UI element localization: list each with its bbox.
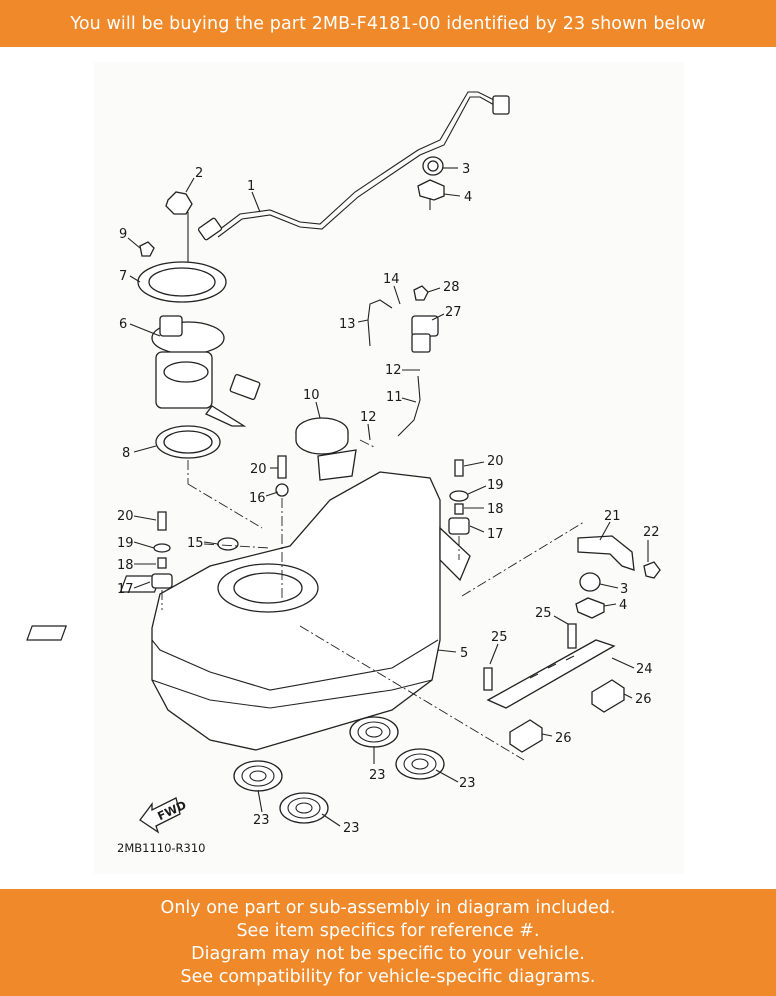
bolt-22 xyxy=(643,561,661,579)
callout-20-left: 20 xyxy=(117,509,134,524)
callout-12-upper: 12 xyxy=(385,363,402,378)
callout-17-right: 17 xyxy=(487,527,504,542)
callout-labels: 1 2 3 4 7 9 6 8 10 11 12 12 13 14 27 28 … xyxy=(117,162,660,855)
callout-23-c: 23 xyxy=(253,813,270,828)
callout-26-right: 26 xyxy=(635,692,652,707)
hose-13 xyxy=(367,299,393,347)
callout-4-lower: 4 xyxy=(619,598,627,613)
clamp-4-lower xyxy=(575,597,605,619)
bolt-25-a xyxy=(483,667,493,691)
footer-line-3: Diagram may not be specific to your vehi… xyxy=(191,943,585,964)
callout-14: 14 xyxy=(383,272,400,287)
footer-line-2: See item specifics for reference #. xyxy=(236,920,540,941)
callout-4: 4 xyxy=(464,190,472,205)
callout-20-right: 20 xyxy=(487,454,504,469)
bolt-20-center xyxy=(275,455,289,497)
mount-stack-left xyxy=(151,511,173,589)
callout-3-lower: 3 xyxy=(620,582,628,597)
callout-22: 22 xyxy=(643,525,660,540)
o-ring-8 xyxy=(155,425,221,459)
screen-23-b xyxy=(395,748,445,780)
tank-cap-10 xyxy=(295,417,349,455)
callout-10: 10 xyxy=(303,388,320,403)
callout-18-left: 18 xyxy=(117,558,134,573)
callout-8: 8 xyxy=(122,446,130,461)
callout-28: 28 xyxy=(443,280,460,295)
callout-7: 7 xyxy=(119,269,127,284)
fwd-arrow-icon: FWD xyxy=(139,797,188,834)
mount-stack-right xyxy=(448,459,470,535)
callout-23-d: 23 xyxy=(343,821,360,836)
bolt-9 xyxy=(139,241,155,257)
bolt-28 xyxy=(413,285,429,301)
callout-20-center: 20 xyxy=(250,462,267,477)
callout-9: 9 xyxy=(119,227,127,242)
callout-15: 15 xyxy=(187,536,204,551)
callout-19-left: 19 xyxy=(117,536,134,551)
header-banner: You will be buying the part 2MB-F4181-00… xyxy=(0,0,776,47)
block-26-b xyxy=(509,719,543,753)
callout-3: 3 xyxy=(462,162,470,177)
clamp-4-upper xyxy=(417,179,445,210)
plate-7 xyxy=(137,261,227,303)
callout-5: 5 xyxy=(460,646,468,661)
clip-2 xyxy=(165,191,193,298)
callout-23-a: 23 xyxy=(369,768,386,783)
hose-11 xyxy=(397,375,421,437)
diagram-code: 2MB1110-R310 xyxy=(117,841,206,855)
bolt-25-b xyxy=(567,623,577,649)
screen-23-a xyxy=(349,716,399,748)
callout-23-b: 23 xyxy=(459,776,476,791)
callout-18-right: 18 xyxy=(487,502,504,517)
screen-23-d xyxy=(279,792,329,824)
callout-24: 24 xyxy=(636,662,653,677)
callout-1: 1 xyxy=(247,179,255,194)
block-26-a xyxy=(591,679,625,713)
leader-lines xyxy=(127,167,649,827)
callout-2: 2 xyxy=(195,166,203,181)
footer-line-4: See compatibility for vehicle-specific d… xyxy=(180,966,596,987)
reference-lines xyxy=(161,439,585,761)
callout-11: 11 xyxy=(386,390,403,405)
bracket-24 xyxy=(486,639,616,709)
callout-13: 13 xyxy=(339,317,356,332)
header-text: You will be buying the part 2MB-F4181-00… xyxy=(70,13,706,34)
bracket-21 xyxy=(577,535,635,571)
fuel-hose-1 xyxy=(197,91,510,241)
grommet-3-upper xyxy=(422,156,444,176)
callout-17-left: 17 xyxy=(117,582,134,597)
callout-26-lower: 26 xyxy=(555,731,572,746)
fuel-tank-5 xyxy=(26,449,471,751)
callout-16: 16 xyxy=(249,491,266,506)
callout-19-right: 19 xyxy=(487,478,504,493)
callout-6: 6 xyxy=(119,317,127,332)
screen-23-c xyxy=(233,760,283,792)
fuel-pump-6 xyxy=(151,315,261,427)
footer-banner: Only one part or sub-assembly in diagram… xyxy=(0,889,776,996)
callout-12-lower: 12 xyxy=(360,410,377,425)
grommet-15 xyxy=(217,537,239,551)
callout-25-right: 25 xyxy=(535,606,552,621)
valve-27 xyxy=(411,315,439,353)
callout-21: 21 xyxy=(604,509,621,524)
callout-25-left: 25 xyxy=(491,630,508,645)
grommet-3-lower xyxy=(579,572,601,592)
callout-27: 27 xyxy=(445,305,462,320)
footer-line-1: Only one part or sub-assembly in diagram… xyxy=(160,897,616,918)
